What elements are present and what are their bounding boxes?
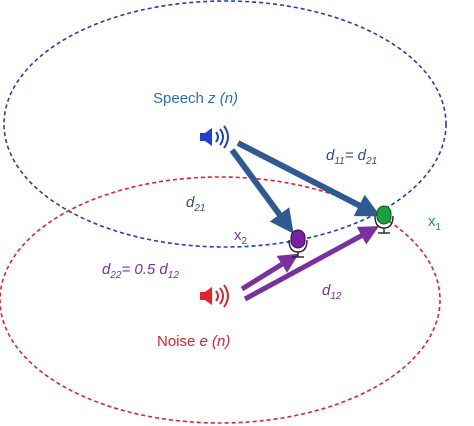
d21-base: d (186, 194, 195, 211)
speech-region-circle (3, 0, 447, 248)
speech-label-prefix: Speech (153, 90, 208, 107)
mic2-icon (288, 229, 308, 258)
d11-equals-d21-label: d11= d21 (326, 147, 377, 167)
speech-to-mic2-arrow (229, 148, 294, 234)
d12-sub: 12 (330, 291, 342, 302)
d21-label: d21 (186, 194, 205, 214)
noise-region-circle (0, 176, 441, 424)
d22-equals-label: d22= 0.5 d12 (102, 261, 179, 281)
d11-base: d (326, 147, 335, 164)
noise-label-arg: (n) (208, 333, 231, 350)
d22-sub: 22 (109, 270, 122, 281)
d12-base: d (322, 282, 331, 299)
d11-sub: 11 (334, 156, 344, 167)
d11-rhs-base: d (358, 147, 367, 164)
noise-to-mic2-arrow (240, 253, 299, 292)
mic2-label: x2 (234, 227, 248, 247)
mic1-label-base: x (428, 213, 436, 230)
noise-label-var: e (200, 333, 208, 350)
d22-rhs-sub: 12 (168, 270, 180, 281)
d21-sub: 21 (193, 203, 205, 214)
speech-label-arg: (n) (216, 90, 239, 107)
speech-label: Speech z (n) (153, 90, 238, 107)
speech-label-var: z (207, 90, 216, 107)
noise-speaker-icon (200, 284, 229, 308)
noise-label-prefix: Noise (157, 333, 200, 350)
mic2-label-base: x (234, 227, 242, 244)
speech-speaker-icon (200, 125, 229, 149)
noise-label: Noise e (n) (157, 333, 230, 350)
mic2-label-sub: 2 (242, 236, 248, 247)
d22-rhs-base: d (159, 261, 168, 278)
mic1-icon (374, 205, 394, 234)
d22-base: d (102, 261, 111, 278)
d11-rhs-sub: 21 (365, 156, 377, 167)
d11-eq: = (345, 147, 358, 164)
speech-to-mic1-arrow (236, 140, 381, 217)
mic1-label-sub: 1 (436, 222, 442, 233)
mic1-label: x1 (428, 213, 442, 233)
d12-label: d12 (322, 282, 342, 302)
noise-to-mic1-arrow (243, 226, 380, 302)
d22-eq: = 0.5 (121, 261, 159, 278)
